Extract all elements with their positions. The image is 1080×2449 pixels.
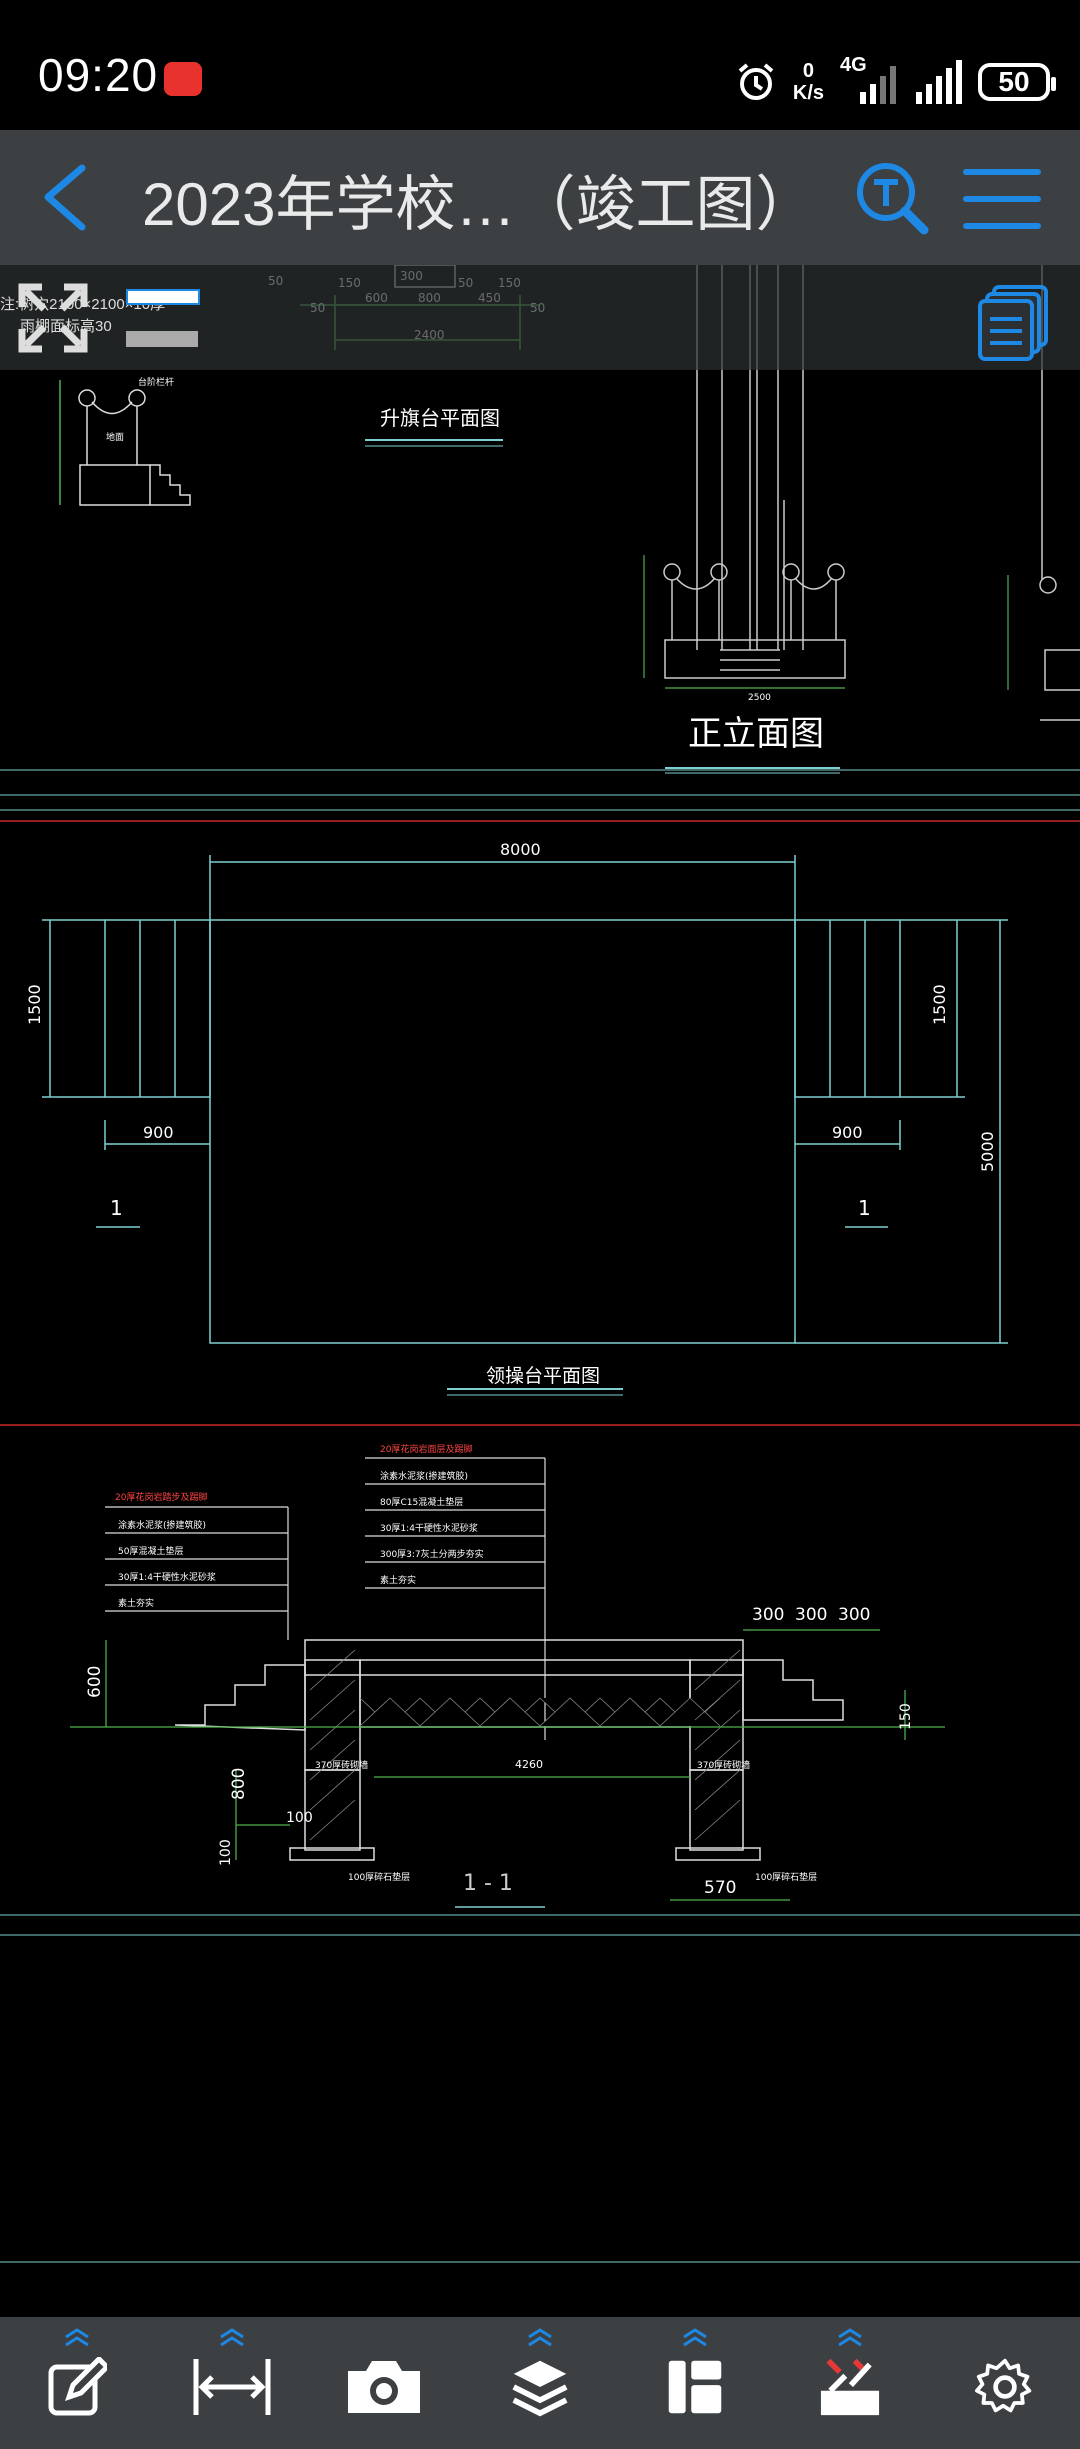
overlay-toolstrip: 注:树穴2100×2100×10厚 雨棚面标高30 xyxy=(0,265,1080,370)
wall-left-label: 370厚砖砌墙 xyxy=(315,1759,368,1771)
right-note-2: 80厚C15混凝土垫层 xyxy=(380,1496,463,1508)
line-weight-swatch[interactable] xyxy=(126,331,198,347)
stage-left-width-dim: 900 xyxy=(143,1123,174,1142)
drawing-note-2: 雨棚面标高30 xyxy=(20,318,112,335)
dim-300-2: 300 xyxy=(795,1605,827,1625)
left-note-1: 涂素水泥浆(掺建筑胶) xyxy=(118,1519,206,1531)
layout-button[interactable] xyxy=(640,2317,750,2449)
dim-150-vertical: 150 xyxy=(898,1703,914,1730)
cad-drawing-canvas[interactable]: 150 600 800 50 150 450 300 50 50 50 2400… xyxy=(0,265,1080,2317)
right-note-4: 300厚3:7灰土分两步夯实 xyxy=(380,1548,484,1560)
measure-button[interactable] xyxy=(177,2317,287,2449)
fullscreen-button[interactable] xyxy=(18,283,88,353)
layout-icon xyxy=(668,2360,722,2414)
elevation-dims xyxy=(643,555,1009,690)
section-1-1-title: 1 - 1 xyxy=(463,1871,513,1896)
tools-icon xyxy=(820,2358,880,2416)
layouts-button[interactable] xyxy=(978,285,1050,361)
section-mark-right: 1 xyxy=(858,1196,871,1220)
dim-300-3: 300 xyxy=(838,1605,870,1625)
section-mark-left: 1 xyxy=(110,1196,123,1220)
dim-100-vertical: 100 xyxy=(218,1839,234,1866)
back-button[interactable] xyxy=(30,160,100,235)
expand-chevron-icon xyxy=(838,2328,862,2347)
expand-chevron-icon xyxy=(683,2328,707,2347)
stage-total-height-dim: 5000 xyxy=(978,1131,997,1172)
signal-4g-icon: 4G xyxy=(840,54,900,106)
dim-300-1: 300 xyxy=(752,1605,784,1625)
expand-chevron-icon xyxy=(528,2328,552,2347)
camera-icon xyxy=(348,2361,420,2413)
railing-detail xyxy=(59,380,191,506)
wall-right-label: 370厚砖砌墙 xyxy=(697,1759,750,1771)
expand-chevron-icon xyxy=(220,2328,244,2347)
footing-left-label: 100厚碎石垫层 xyxy=(348,1871,410,1883)
line-color-swatch[interactable] xyxy=(126,289,200,305)
dim-800-vertical: 800 xyxy=(229,1768,249,1800)
net-speed-value: 0 xyxy=(802,60,814,82)
footing-right-label: 100厚碎石垫层 xyxy=(755,1871,817,1883)
flagpole-plan-title: 升旗台平面图 xyxy=(380,406,500,430)
dim-4260: 4260 xyxy=(515,1758,543,1771)
menu-button[interactable] xyxy=(962,164,1042,234)
alarm-icon xyxy=(738,63,774,100)
net-speed-unit: K/s xyxy=(792,82,824,104)
edit-button[interactable] xyxy=(22,2317,132,2449)
camera-button[interactable] xyxy=(330,2317,440,2449)
title-bar: 2023年学校…（竣工图） xyxy=(0,130,1080,265)
text-search-button[interactable] xyxy=(852,158,932,238)
left-note-2: 50厚混凝土垫层 xyxy=(118,1545,183,1557)
settings-icon xyxy=(975,2358,1032,2413)
stage-plan-title: 领操台平面图 xyxy=(486,1365,600,1387)
layers-button[interactable] xyxy=(485,2317,595,2449)
right-notes-title: 20厚花岗岩面层及踢脚 xyxy=(380,1443,472,1455)
battery-icon: 50 xyxy=(978,63,1056,101)
edit-icon xyxy=(48,2357,107,2416)
left-notes-title: 20厚花岗岩踏步及踢脚 xyxy=(115,1491,207,1503)
net-speed: 0 K/s xyxy=(793,60,824,104)
tools-button[interactable] xyxy=(795,2317,905,2449)
railing-label: 台阶栏杆 xyxy=(138,376,174,388)
dim-600-vertical: 600 xyxy=(85,1666,105,1698)
right-note-3: 30厚1:4干硬性水泥砂浆 xyxy=(380,1522,478,1534)
bottom-toolbar xyxy=(0,2317,1080,2449)
layers-icon xyxy=(512,2360,568,2417)
section-divider-1 xyxy=(0,769,1080,822)
left-note-3: 30厚1:4干硬性水泥砂浆 xyxy=(118,1571,216,1583)
ground-label: 地面 xyxy=(106,431,124,443)
dim-100-horizontal: 100 xyxy=(286,1810,313,1826)
left-note-4: 素土夯实 xyxy=(118,1597,154,1609)
section-1-1 xyxy=(70,1457,945,1901)
stage-right-height-dim: 1500 xyxy=(930,984,949,1025)
stage-left-height-dim: 1500 xyxy=(25,984,44,1025)
stage-width-dim: 8000 xyxy=(500,840,541,859)
stage-plan xyxy=(42,855,1008,1344)
app-notification-icon xyxy=(164,62,202,96)
drawing-note-1: 注:树穴2100×2100×10厚 xyxy=(0,296,166,313)
signal-icon xyxy=(916,60,962,104)
right-note-1: 涂素水泥浆(掺建筑胶) xyxy=(380,1470,468,1482)
status-icons: 0 K/s 4G 50 xyxy=(735,52,1056,112)
stage-right-width-dim: 900 xyxy=(832,1123,863,1142)
network-type: 4G xyxy=(840,54,867,76)
right-note-5: 素土夯实 xyxy=(380,1574,416,1586)
settings-button[interactable] xyxy=(950,2317,1060,2449)
status-bar: 09:20 0 K/s 4G 50 xyxy=(0,0,1080,130)
measure-icon xyxy=(193,2359,271,2415)
expand-chevron-icon xyxy=(65,2328,89,2347)
dim-2500: 2500 xyxy=(748,693,771,703)
document-title: 2023年学校…（竣工图） xyxy=(142,171,816,238)
clock: 09:20 xyxy=(38,49,159,101)
front-elevation-title: 正立面图 xyxy=(688,714,824,754)
dim-570: 570 xyxy=(704,1878,736,1898)
